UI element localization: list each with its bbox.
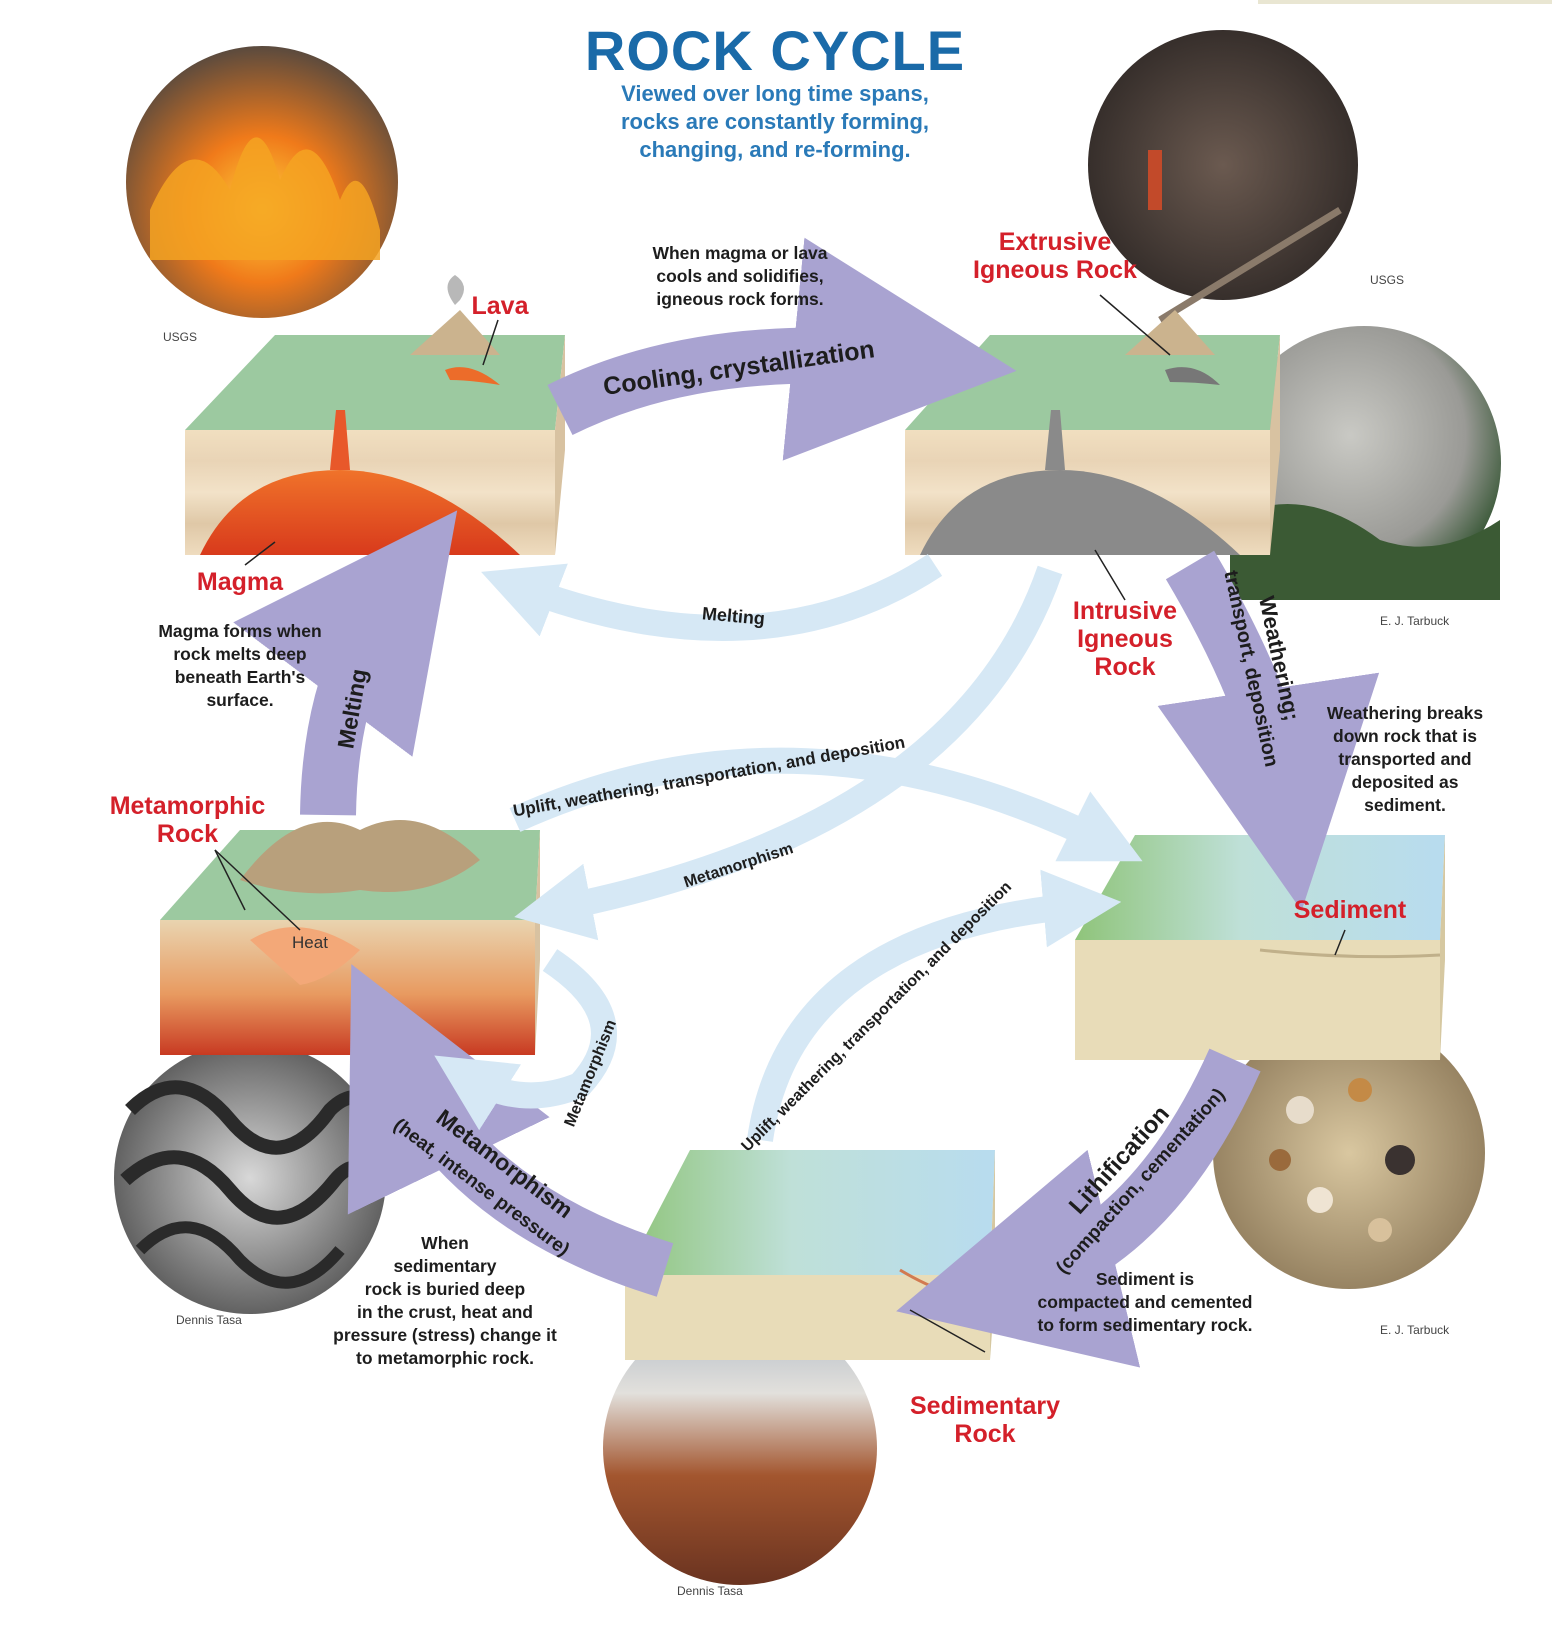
sedimentary-line-1: Sedimentary <box>910 1392 1061 1420</box>
credit-sand: E. J. Tarbuck <box>1380 1323 1450 1337</box>
magma-label: Magma <box>196 568 284 596</box>
granite-photo <box>1227 326 1501 600</box>
lithification-note: Sediment is compacted and cemented to fo… <box>1025 1268 1265 1337</box>
metamorphic-line-1: Metamorphic <box>109 792 266 820</box>
metamorphism-note: When sedimentary rock is buried deep in … <box>320 1232 570 1370</box>
weathering-note-line: transported and <box>1338 749 1472 769</box>
lava-photo <box>126 46 398 318</box>
weathering-note-line: sediment. <box>1364 795 1446 815</box>
igneous-note-line: igneous rock forms. <box>656 289 824 309</box>
metamorphism-note-line: pressure (stress) change it <box>333 1325 557 1345</box>
canyon-photo <box>603 1311 877 1585</box>
weathering-note-line: deposited as <box>1351 772 1459 792</box>
credit-extrusive: USGS <box>1370 273 1405 287</box>
subtitle: Viewed over long time spans, rocks are c… <box>575 80 975 164</box>
igneous-note-line: When magma or lava <box>652 243 828 263</box>
credit-granite: E. J. Tarbuck <box>1380 614 1450 628</box>
corner-rule <box>1258 0 1552 4</box>
metamorphism-loop-label: Metamorphism <box>562 1017 620 1129</box>
igneous-note: When magma or lava cools and solidifies,… <box>620 242 860 311</box>
metamorphic-line-2: Rock <box>156 820 219 848</box>
sedimentary-block <box>625 1150 995 1360</box>
lithification-note-line: to form sedimentary rock. <box>1037 1315 1253 1335</box>
magma-note-line: surface. <box>206 690 274 710</box>
magma-note-line: beneath Earth's <box>174 667 306 687</box>
intrusive-line-2: Igneous <box>1077 625 1173 653</box>
arrow-metamorphism-loop <box>434 949 617 1131</box>
heat-label: Heat <box>292 933 328 952</box>
extrusive-line-1: Extrusive <box>998 228 1112 256</box>
extrusive-label: Extrusive Igneous Rock <box>970 228 1140 284</box>
intrusive-line-1: Intrusive <box>1072 597 1178 625</box>
magma-note-line: Magma forms when <box>158 621 322 641</box>
weathering-note-line: down rock that is <box>1333 726 1477 746</box>
weathering-note-line: Weathering breaks <box>1326 703 1484 723</box>
subtitle-line-1: Viewed over long time spans, <box>621 81 929 106</box>
pointer-lines <box>214 294 1346 1353</box>
metamorphism-note-line: to metamorphic rock. <box>356 1348 534 1368</box>
uplift-lower-label: Uplift, weathering, transportation, and … <box>738 878 1015 1155</box>
metamorphism-note-line: sedimentary <box>393 1256 497 1276</box>
credit-lava: USGS <box>163 330 198 344</box>
magma-note: Magma forms when rock melts deep beneath… <box>140 620 340 712</box>
metamorphism-note-line: in the crust, heat and <box>357 1302 533 1322</box>
basalt-photo <box>1088 30 1358 323</box>
weathering-note: Weathering breaks down rock that is tran… <box>1315 702 1495 817</box>
igneous-block <box>905 310 1280 555</box>
lithification-label-2: (compaction, cementation) <box>1052 1084 1229 1278</box>
arrow-melting-top <box>481 554 943 641</box>
arrow-cooling <box>547 237 1017 461</box>
arrow-uplift-upper <box>509 747 1143 862</box>
arrow-lithification <box>896 1048 1261 1368</box>
sedimentary-label: Sedimentary Rock <box>910 1392 1060 1448</box>
intrusive-line-3: Rock <box>1094 653 1156 681</box>
sediment-block <box>1075 835 1445 1060</box>
igneous-note-line: cools and solidifies, <box>656 266 824 286</box>
arrow-weathering <box>1157 550 1380 911</box>
sedimentary-line-2: Rock <box>954 1420 1016 1448</box>
arrow-uplift-lower <box>747 869 1122 1142</box>
lava-label: Lava <box>471 292 529 320</box>
sand-photo <box>1213 1017 1485 1289</box>
metamorphism-note-line: rock is buried deep <box>364 1279 526 1299</box>
credit-canyon: Dennis Tasa <box>677 1584 743 1598</box>
arrow-metamorphism-bottom <box>347 964 674 1297</box>
lithification-note-line: compacted and cemented <box>1037 1292 1253 1312</box>
subtitle-line-3: changing, and re-forming. <box>639 137 911 162</box>
credit-gneiss: Dennis Tasa <box>176 1313 242 1327</box>
arrow-melting-left <box>233 510 458 816</box>
magma-note-line: rock melts deep <box>173 644 307 664</box>
metamorphic-label: Metamorphic Rock <box>105 792 270 848</box>
extrusive-line-2: Igneous Rock <box>973 256 1137 284</box>
arrow-metamorphism-mid <box>514 565 1063 941</box>
lithification-note-line: Sediment is <box>1095 1269 1195 1289</box>
metamorphism-note-line: When <box>421 1233 469 1253</box>
sediment-label: Sediment <box>1293 896 1407 924</box>
intrusive-label: Intrusive Igneous Rock <box>1060 597 1190 681</box>
page-title: ROCK CYCLE <box>584 19 966 82</box>
subtitle-line-2: rocks are constantly forming, <box>620 109 930 134</box>
